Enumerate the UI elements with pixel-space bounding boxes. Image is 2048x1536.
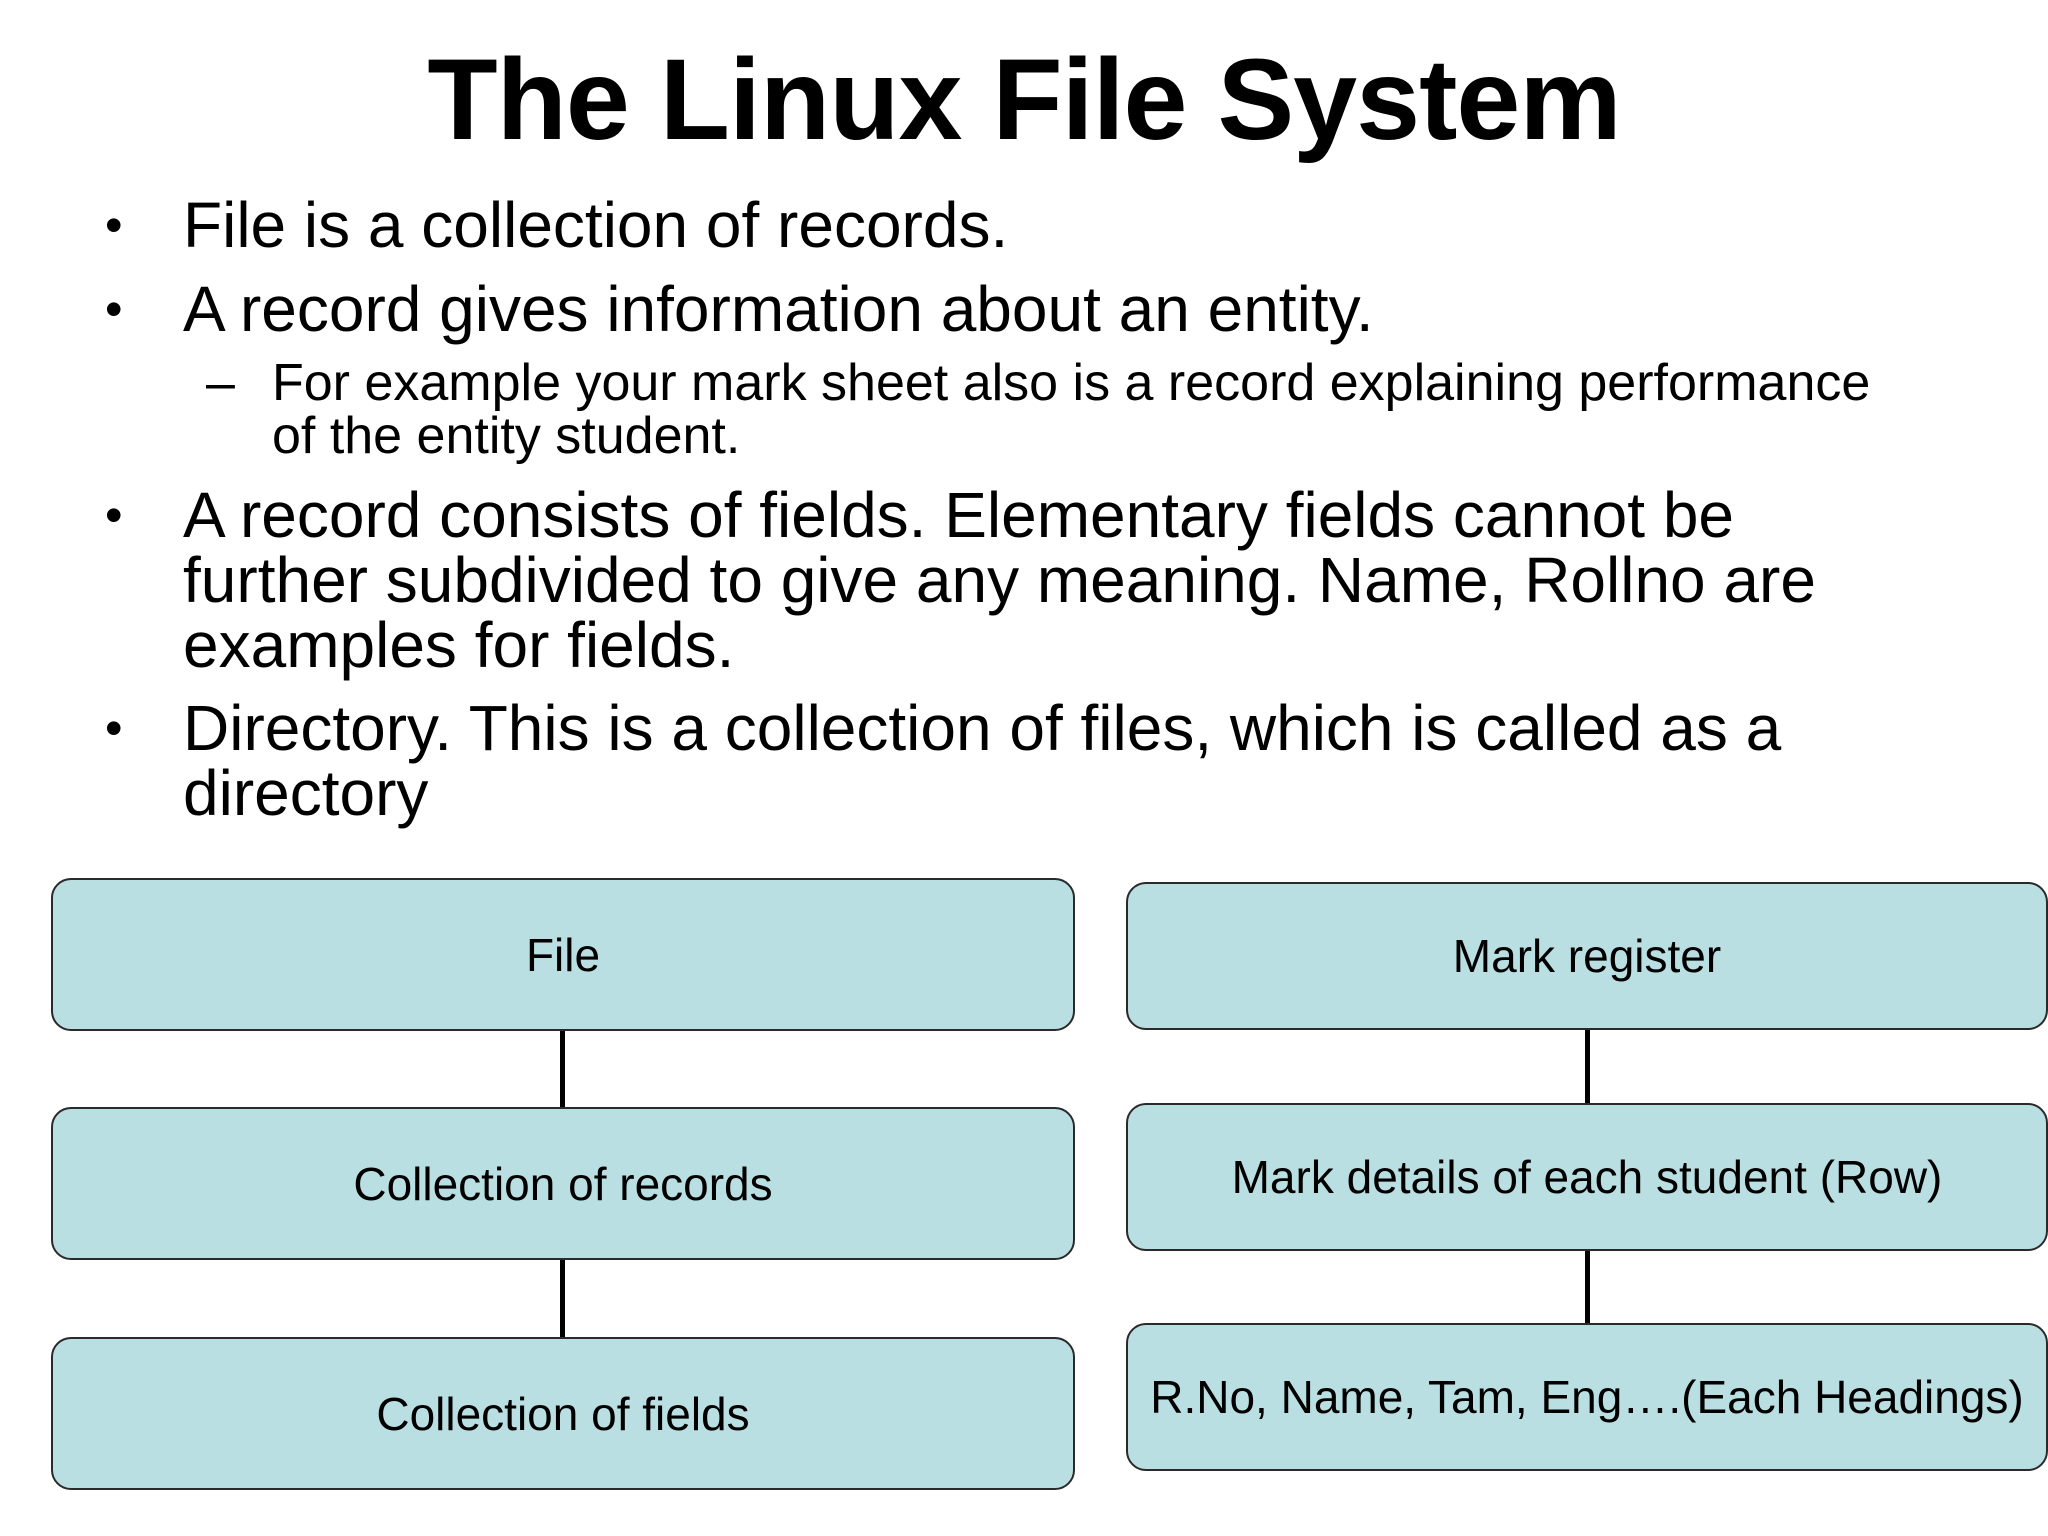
diagram-connector (1585, 1030, 1590, 1103)
bullet-text-line: directory (183, 757, 429, 829)
diagram-box-mark-details: Mark details of each student (Row) (1126, 1103, 2048, 1251)
diagram-box-file: File (51, 878, 1075, 1031)
bullet-marker: • (105, 487, 123, 543)
diagram-box-collection-of-records: Collection of records (51, 1107, 1075, 1260)
bullet-text: A record gives information about an enti… (183, 273, 1374, 345)
bullet-marker: • (105, 197, 123, 253)
bullet-marker: • (105, 700, 123, 756)
bullet-text-line: examples for fields. (183, 609, 735, 681)
bullet-text: File is a collection of records. (183, 189, 1009, 261)
sub-bullet-text-line: For example your mark sheet also is a re… (272, 354, 1871, 412)
bullet-text-line: A record consists of fields. Elementary … (183, 479, 1734, 551)
bullet-item: • A record gives information about an en… (105, 277, 2003, 342)
diagram-connector (1585, 1251, 1590, 1323)
sub-bullet-item: – For example your mark sheet also is a … (206, 354, 2042, 465)
diagram-connector (560, 1260, 565, 1337)
bullet-text-line: further subdivided to give any meaning. … (183, 544, 1816, 616)
bullet-list: • File is a collection of records. • A r… (105, 193, 2042, 829)
diagram-box-collection-of-fields: Collection of fields (51, 1337, 1075, 1490)
slide-title: The Linux File System (427, 36, 1621, 164)
sub-bullet-marker: – (206, 354, 235, 412)
bullet-marker: • (105, 281, 123, 337)
diagram-box-mark-register: Mark register (1126, 882, 2048, 1030)
bullet-item: • A record consists of fields. Elementar… (105, 479, 2003, 681)
bullet-text-line: Directory. This is a collection of files… (183, 692, 1782, 764)
diagram-connector (560, 1031, 565, 1107)
sub-bullet-text-line: of the entity student. (272, 407, 741, 465)
bullet-item: • File is a collection of records. (105, 193, 2003, 258)
bullet-item: • Directory. This is a collection of fil… (105, 692, 2003, 829)
diagram-box-headings: R.No, Name, Tam, Eng….(Each Headings) (1126, 1323, 2048, 1471)
